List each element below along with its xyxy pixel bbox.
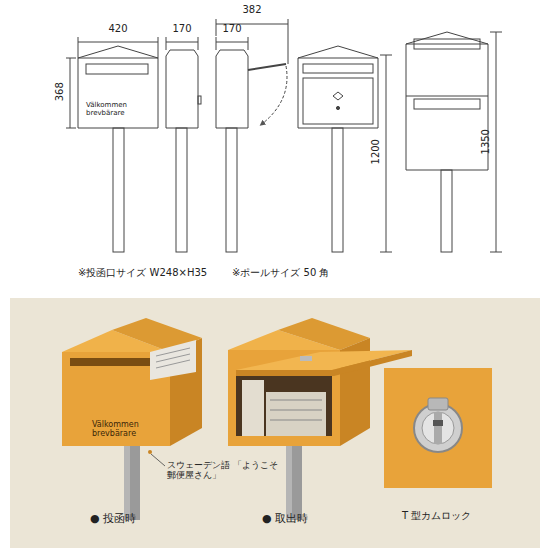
- dimension: 1200: [370, 139, 382, 164]
- caption-label: ● 投函時: [90, 513, 136, 526]
- note: ※ポールサイズ 50 角: [232, 267, 329, 279]
- dimension: 170: [222, 23, 241, 35]
- caption-label: ● 取出時: [262, 513, 308, 526]
- mailbox-text: Välkommen brevbärare: [86, 101, 134, 117]
- caption-label: T 型カムロック: [402, 510, 471, 522]
- note: ※投函口サイズ W248×H35: [78, 267, 207, 279]
- mailbox-text: Välkommen brevbärare: [92, 420, 144, 438]
- dimension: 420: [108, 23, 127, 35]
- dimension: 382: [242, 4, 261, 16]
- callout-label: スウェーデン語 「ようこそ郵便屋さん」: [167, 460, 285, 481]
- dimension: 1350: [480, 129, 492, 154]
- dimension: 368: [54, 82, 66, 101]
- dimension: 170: [172, 23, 191, 35]
